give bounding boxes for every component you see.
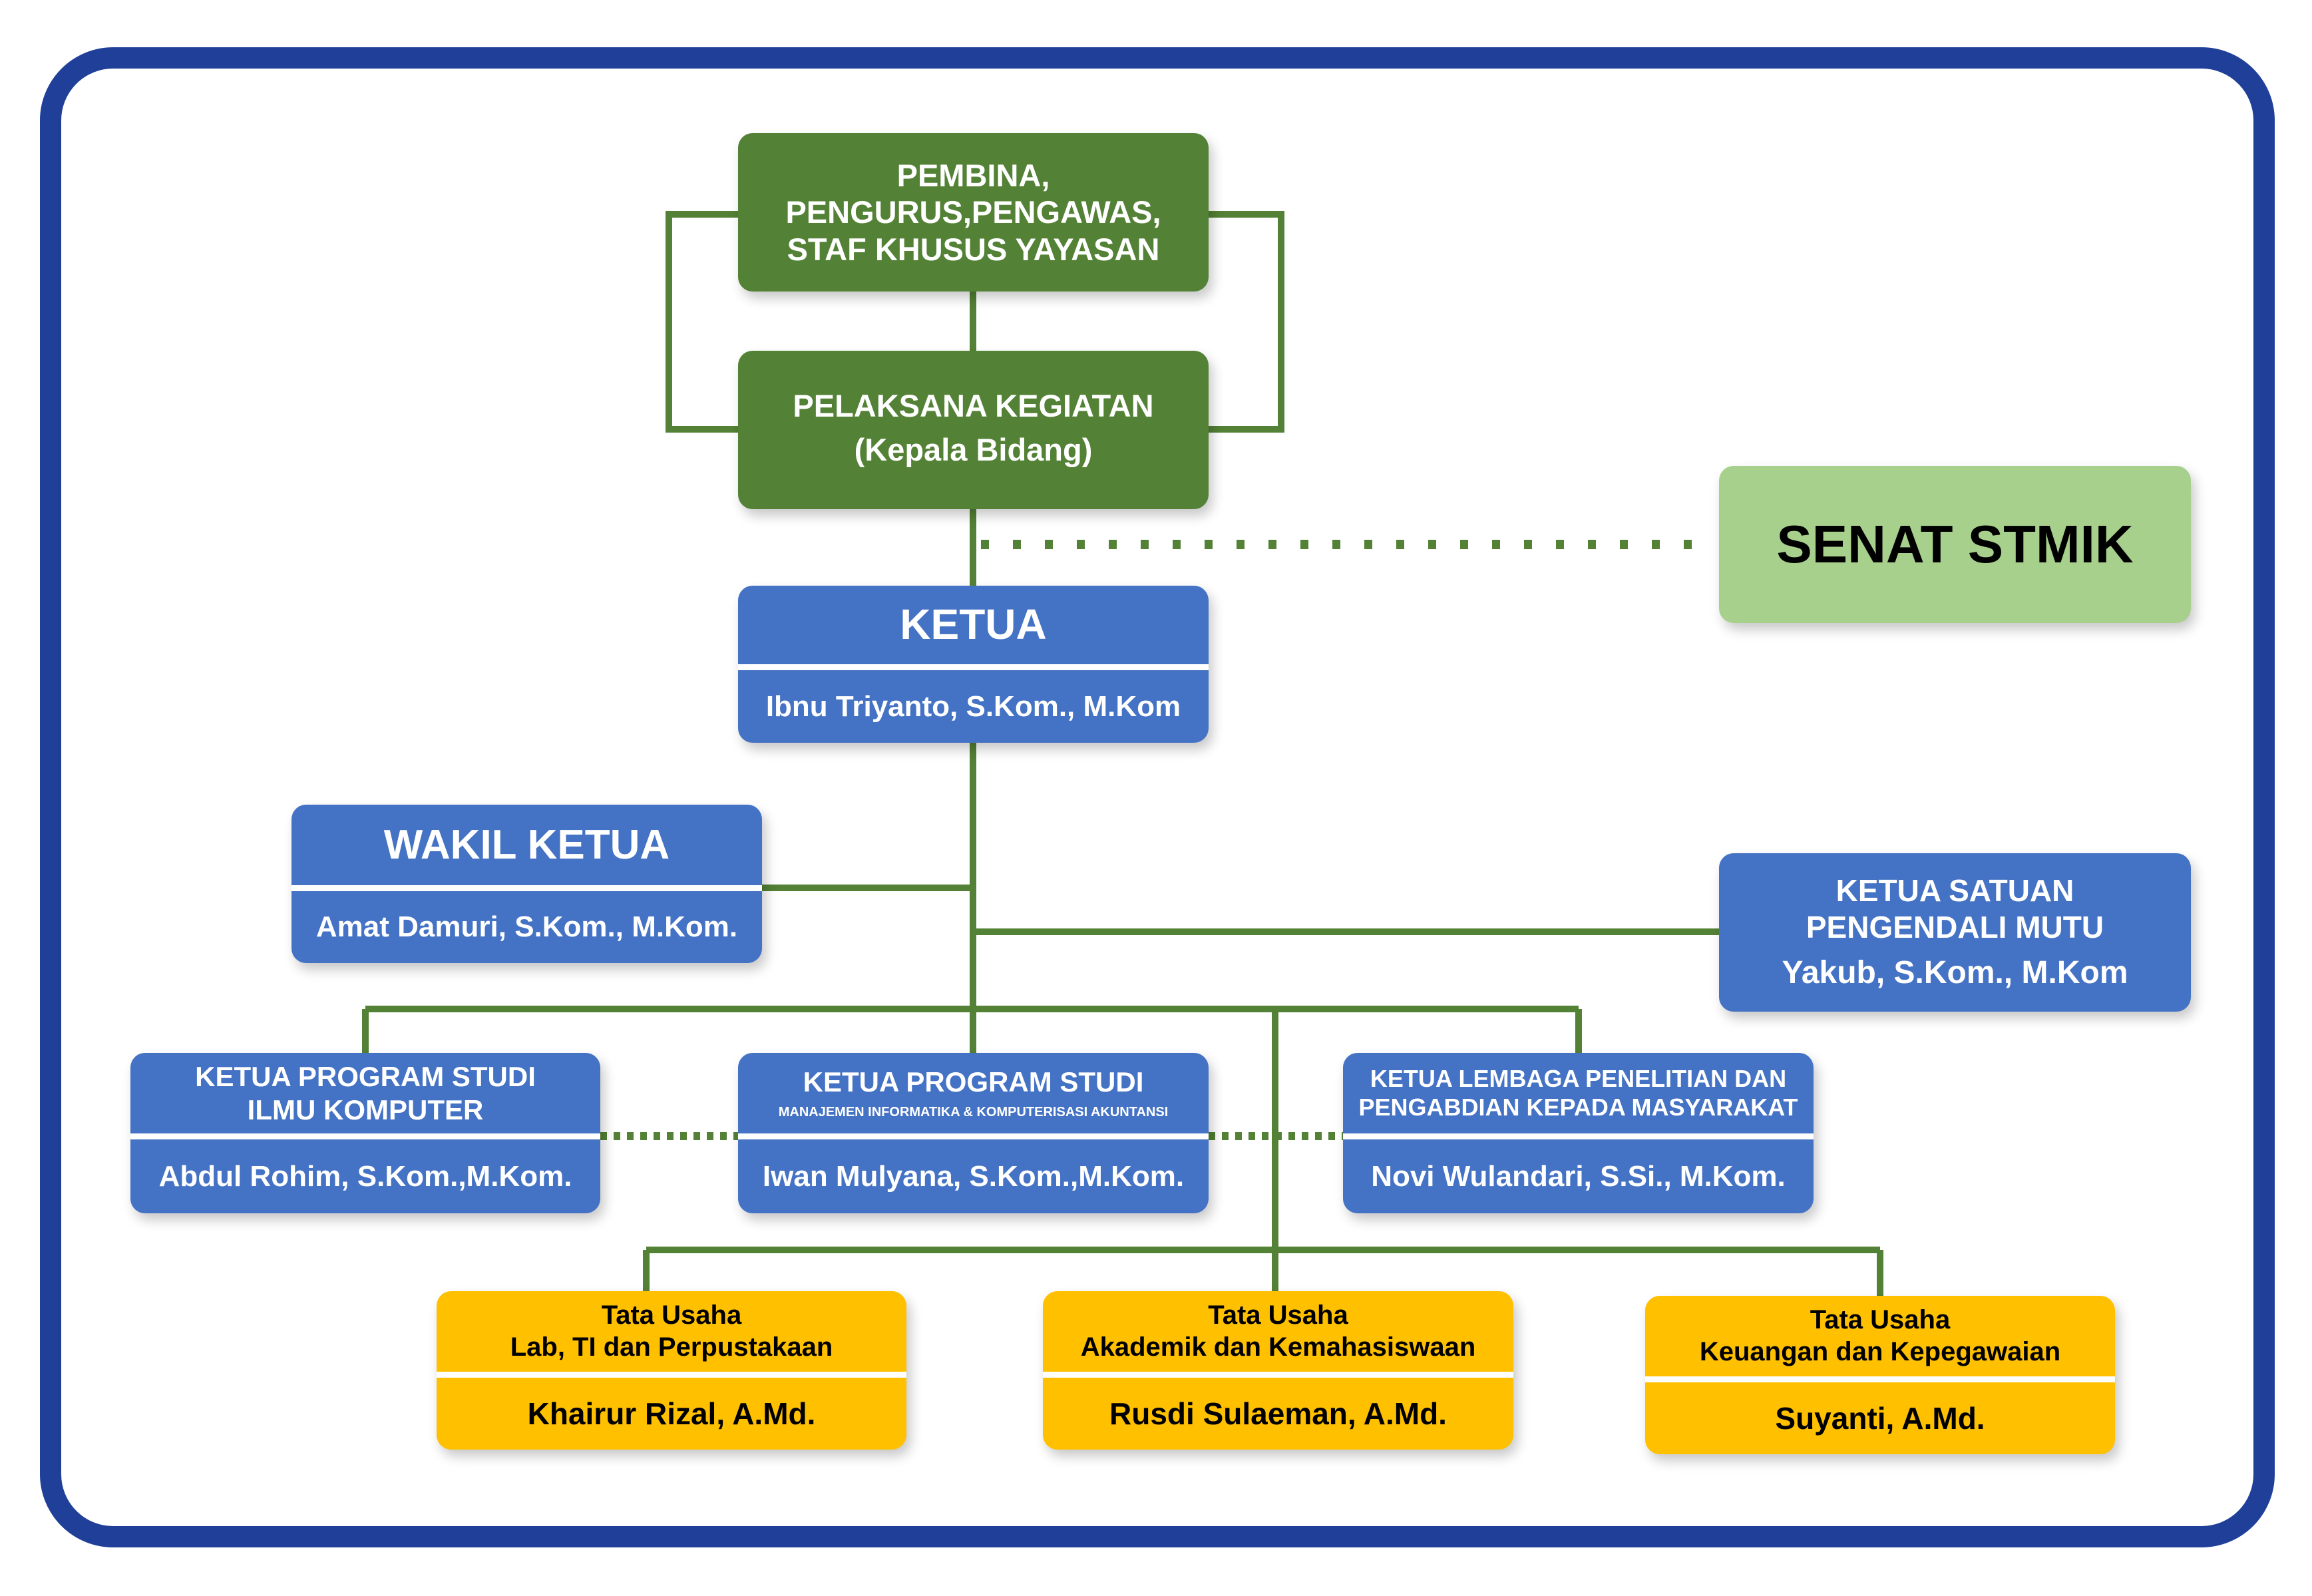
admin-3-title-1: Tata Usaha <box>1810 1305 1951 1335</box>
unit-1-name: Abdul Rohim, S.Kom.,M.Kom. <box>158 1159 572 1193</box>
unit-box-research-institute: KETUA LEMBAGA PENELITIAN DAN PENGABDIAN … <box>1343 1053 1814 1213</box>
connector-bracket-right <box>1209 211 1284 433</box>
unit-box-computer-science: KETUA PROGRAM STUDI ILMU KOMPUTER Abdul … <box>130 1053 600 1213</box>
executor-box: PELAKSANA KEGIATAN (Kepala Bidang) <box>738 351 1209 509</box>
unit-1-title-2: ILMU KOMPUTER <box>247 1094 484 1125</box>
admin-3-title-2: Keuangan dan Kepegawaian <box>1699 1336 2061 1366</box>
chair-divider <box>738 664 1209 670</box>
vice-chair-title: WAKIL KETUA <box>383 821 670 868</box>
quality-unit-name: Yakub, S.Kom., M.Kom <box>1782 954 2128 990</box>
connector-bracket-left <box>666 211 738 433</box>
vice-chair-box: WAKIL KETUA Amat Damuri, S.Kom., M.Kom. <box>291 805 762 963</box>
admin-2-name: Rusdi Sulaeman, A.Md. <box>1109 1396 1447 1431</box>
unit-1-title-1: KETUA PROGRAM STUDI <box>195 1060 536 1092</box>
foundation-board-line-1: PEMBINA, <box>896 157 1050 193</box>
admin-1-name: Khairur Rizal, A.Md. <box>527 1396 816 1431</box>
executor-subtitle: (Kepala Bidang) <box>854 431 1093 467</box>
chair-box: KETUA Ibnu Triyanto, S.Kom., M.Kom <box>738 586 1209 743</box>
vice-chair-name: Amat Damuri, S.Kom., M.Kom. <box>315 910 738 944</box>
admin-2-title-2: Akademik dan Kemahasiswaan <box>1080 1332 1476 1362</box>
unit-3-divider <box>1343 1133 1814 1139</box>
senate-box: SENAT STMIK <box>1719 466 2191 623</box>
unit-2-divider <box>738 1133 1209 1139</box>
unit-2-title-1: KETUA PROGRAM STUDI <box>803 1066 1144 1097</box>
chair-title: KETUA <box>900 600 1047 649</box>
unit-3-title-2: PENGABDIAN KEPADA MASYARAKAT <box>1358 1093 1798 1121</box>
foundation-board-line-3: STAF KHUSUS YAYASAN <box>787 231 1160 267</box>
admin-1-title-1: Tata Usaha <box>601 1300 742 1330</box>
foundation-board-box: PEMBINA, PENGURUS,PENGAWAS, STAF KHUSUS … <box>738 133 1209 292</box>
unit-2-title-2: MANAJEMEN INFORMATIKA & KOMPUTERISASI AK… <box>778 1105 1169 1120</box>
quality-unit-title-2: PENGENDALI MUTU <box>1806 909 2104 944</box>
admin-3-divider <box>1645 1376 2115 1382</box>
admin-box-lab-it-library: Tata Usaha Lab, TI dan Perpustakaan Khai… <box>437 1291 906 1450</box>
senate-label: SENAT STMIK <box>1776 514 2134 574</box>
executor-title: PELAKSANA KEGIATAN <box>793 388 1154 423</box>
quality-unit-box: KETUA SATUAN PENGENDALI MUTU Yakub, S.Ko… <box>1719 853 2191 1012</box>
vice-chair-divider <box>291 885 762 891</box>
admin-3-name: Suyanti, A.Md. <box>1775 1400 1985 1436</box>
admin-box-academic-student: Tata Usaha Akademik dan Kemahasiswaan Ru… <box>1043 1291 1513 1450</box>
unit-1-divider <box>130 1133 600 1139</box>
admin-2-title-1: Tata Usaha <box>1208 1300 1348 1330</box>
unit-3-name: Novi Wulandari, S.Si., M.Kom. <box>1371 1159 1786 1193</box>
admin-box-finance-staffing: Tata Usaha Keuangan dan Kepegawaian Suya… <box>1645 1296 2115 1454</box>
unit-2-name: Iwan Mulyana, S.Kom.,M.Kom. <box>762 1159 1185 1193</box>
unit-box-informatics-management: KETUA PROGRAM STUDI MANAJEMEN INFORMATIK… <box>738 1053 1209 1213</box>
admin-2-divider <box>1043 1372 1513 1378</box>
unit-3-title-1: KETUA LEMBAGA PENELITIAN DAN <box>1370 1065 1787 1093</box>
chair-name: Ibnu Triyanto, S.Kom., M.Kom <box>765 690 1181 723</box>
foundation-board-line-2: PENGURUS,PENGAWAS, <box>785 194 1161 230</box>
admin-1-title-2: Lab, TI dan Perpustakaan <box>510 1332 833 1362</box>
quality-unit-title-1: KETUA SATUAN <box>1835 873 2074 908</box>
admin-1-divider <box>437 1372 906 1378</box>
